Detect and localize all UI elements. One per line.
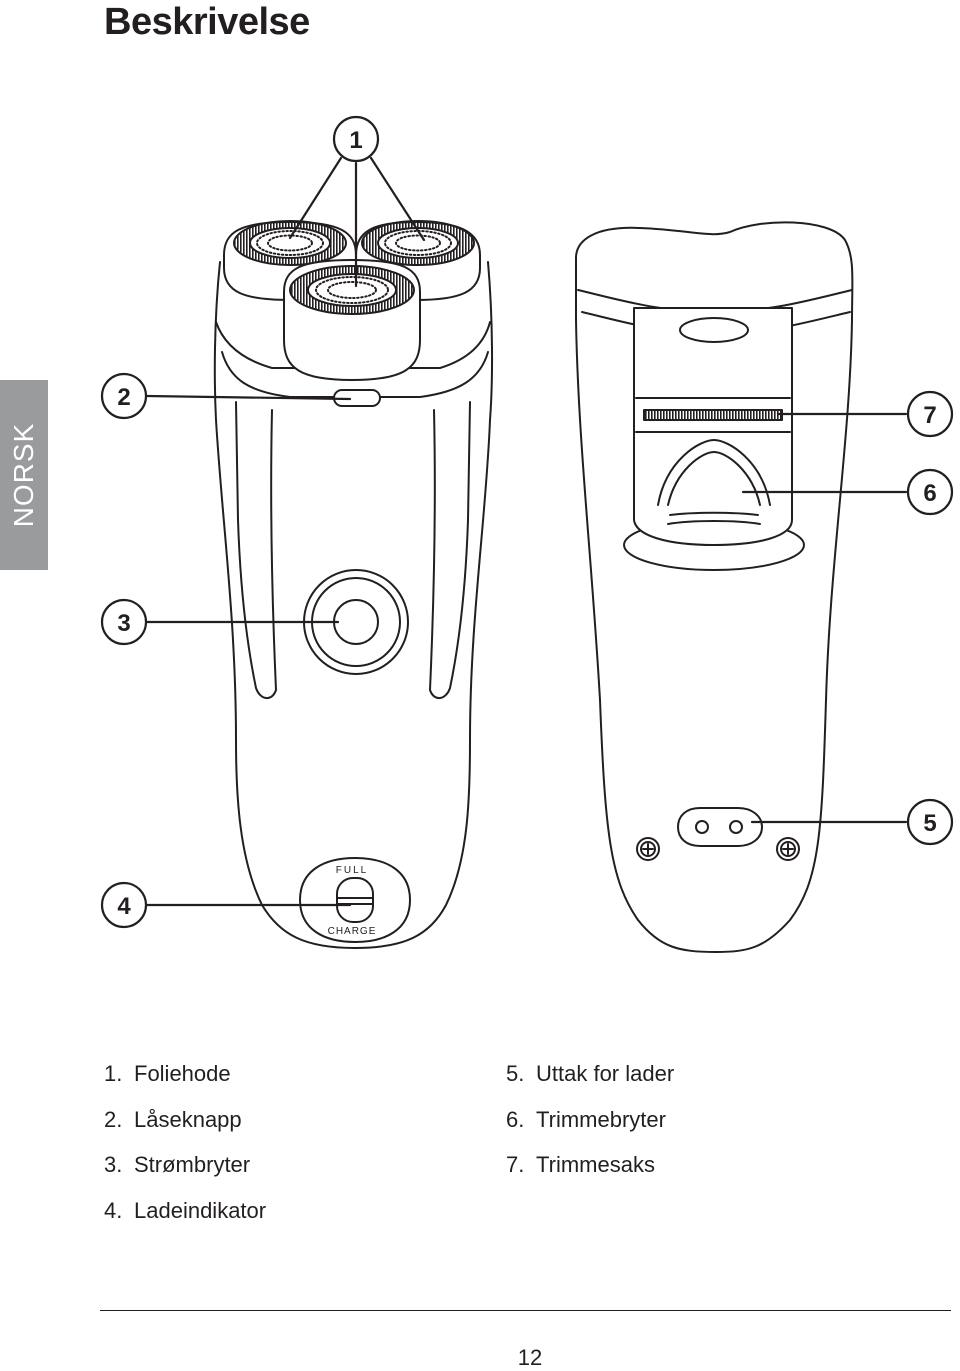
switch-label-charge: CHARGE bbox=[328, 926, 377, 937]
legend-item: 5.Uttak for lader bbox=[506, 1061, 675, 1086]
callout-4: 4 bbox=[117, 893, 131, 920]
callout-leaders bbox=[145, 156, 908, 907]
callout-5: 5 bbox=[923, 810, 936, 837]
screw-right bbox=[776, 837, 800, 861]
footer-divider bbox=[100, 1310, 951, 1311]
front-shaving-heads bbox=[223, 220, 481, 381]
legend-item: 3.Strømbryter bbox=[104, 1152, 251, 1177]
legend-column-1: 1.Foliehode 2.Låseknapp 3.Strømbryter 4.… bbox=[104, 1051, 266, 1233]
screw-left bbox=[636, 837, 660, 861]
legend-item: 4.Ladeindikator bbox=[104, 1197, 267, 1223]
language-tab: NORSK bbox=[0, 380, 48, 570]
callout-1: 1 bbox=[349, 127, 362, 154]
callout-3: 3 bbox=[117, 610, 130, 637]
legend-item: 2.Låseknapp bbox=[104, 1106, 242, 1132]
callout-circles bbox=[100, 115, 954, 929]
page-number: 12 bbox=[517, 1345, 543, 1370]
legend-item: 7.Trimmesaks bbox=[506, 1152, 655, 1177]
legend-item: 1.Foliehode bbox=[104, 1061, 231, 1086]
callout-2: 2 bbox=[117, 384, 130, 411]
page-title: Beskrivelse bbox=[104, 1, 310, 43]
callout-7: 7 bbox=[923, 402, 936, 429]
legend-column-2: 5.Uttak for lader 6.Trimmebryter 7.Trimm… bbox=[506, 1051, 674, 1188]
charging-socket bbox=[677, 807, 763, 847]
legend-item: 6.Trimmebryter bbox=[506, 1106, 666, 1132]
charge-switch bbox=[299, 857, 411, 943]
switch-label-full: FULL bbox=[336, 865, 368, 876]
trimmer bbox=[623, 307, 805, 571]
callout-6: 6 bbox=[923, 480, 936, 507]
